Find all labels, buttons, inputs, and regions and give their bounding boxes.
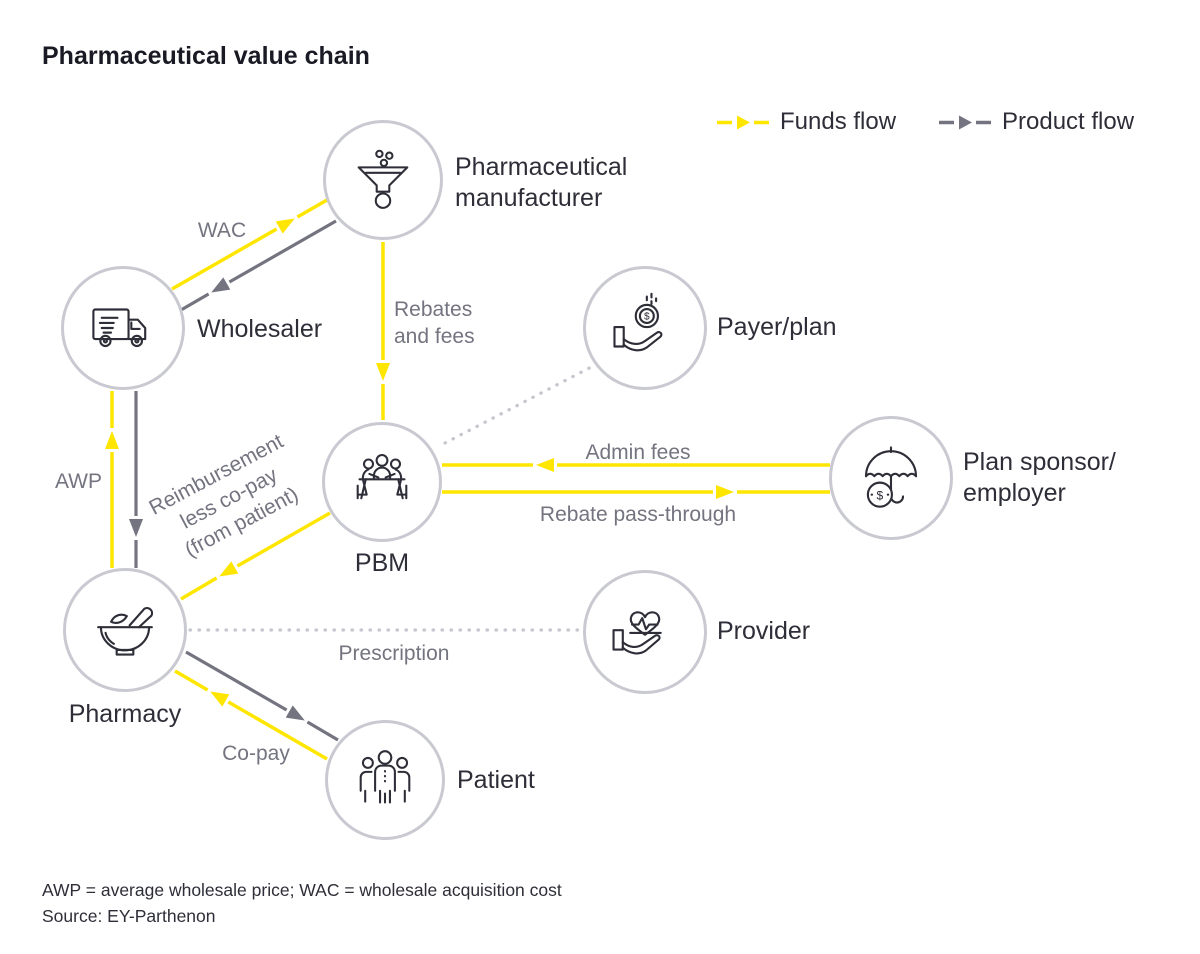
pharmacy-label: Pharmacy xyxy=(68,700,182,728)
admin-fees-label: Admin fees xyxy=(585,441,691,464)
legend-funds-flow: Funds flow xyxy=(716,108,896,136)
pharmacy-to-patient-product-arrow xyxy=(185,650,339,742)
payer-plan-label: Payer/plan xyxy=(717,313,837,341)
pbm-label: PBM xyxy=(354,549,410,577)
manufacturer-to-wholesaler-product-arrow xyxy=(180,219,337,312)
legend-product-flow-label: Product flow xyxy=(1002,108,1135,135)
rebate-pass-through-label: Rebate pass-through xyxy=(539,503,737,526)
prescription-label: Prescription xyxy=(338,642,450,665)
svg-text:$: $ xyxy=(644,312,650,323)
node-pbm xyxy=(322,422,442,542)
node-plan-sponsor: $ xyxy=(829,416,953,540)
funds-flow-arrow-icon xyxy=(717,115,769,129)
product-flow-arrow-icon xyxy=(939,115,991,129)
node-provider xyxy=(583,570,707,694)
node-pharmaceutical-manufacturer xyxy=(323,120,443,240)
page-title: Pharmaceutical value chain xyxy=(42,42,370,70)
node-wholesaler xyxy=(61,266,185,390)
patient-label: Patient xyxy=(457,766,535,794)
umbrella-coin-icon: $ xyxy=(864,446,918,508)
people-group-icon xyxy=(359,750,411,804)
reimbursement-funds-arrow xyxy=(180,511,331,601)
rebates-and-fees-label: Rebates and fees xyxy=(394,298,475,348)
rebate-pass-through-funds-arrow xyxy=(442,485,830,499)
co-pay-label: Co-pay xyxy=(222,742,290,765)
rebates-funds-arrow xyxy=(376,242,390,420)
hand-heart-icon xyxy=(612,611,662,655)
delivery-truck-icon xyxy=(92,308,147,348)
wac-label: WAC xyxy=(197,219,247,242)
mortar-pestle-icon xyxy=(97,607,154,656)
wholesaler-to-pharmacy-product-arrow xyxy=(129,391,143,568)
plan-sponsor-label: Plan sponsor/ employer xyxy=(963,448,1116,507)
legend-funds-flow-label: Funds flow xyxy=(780,108,897,135)
node-pharmacy xyxy=(63,568,187,692)
hand-coin-icon: $ xyxy=(613,292,663,352)
wac-funds-arrow xyxy=(171,198,328,291)
footnote-abbreviations: AWP = average wholesale price; WAC = who… xyxy=(42,880,562,900)
funnel-pills-icon xyxy=(357,149,409,209)
co-pay-funds-arrow xyxy=(174,669,328,761)
admin-fees-funds-arrow xyxy=(442,458,830,472)
node-patient xyxy=(325,720,445,840)
source-note: Source: EY-Parthenon xyxy=(42,906,216,926)
node-payer-plan: $ xyxy=(583,266,707,390)
wholesaler-label: Wholesaler xyxy=(197,315,323,343)
meeting-table-icon xyxy=(356,453,408,500)
awp-funds-arrow xyxy=(105,391,119,568)
pbm-payer-dotted-link xyxy=(443,362,599,445)
svg-text:$: $ xyxy=(877,488,884,502)
provider-label: Provider xyxy=(717,617,811,645)
awp-label: AWP xyxy=(54,470,102,493)
legend-product-flow: Product flow xyxy=(938,108,1134,136)
manufacturer-label: Pharmaceutical manufacturer xyxy=(455,153,628,212)
